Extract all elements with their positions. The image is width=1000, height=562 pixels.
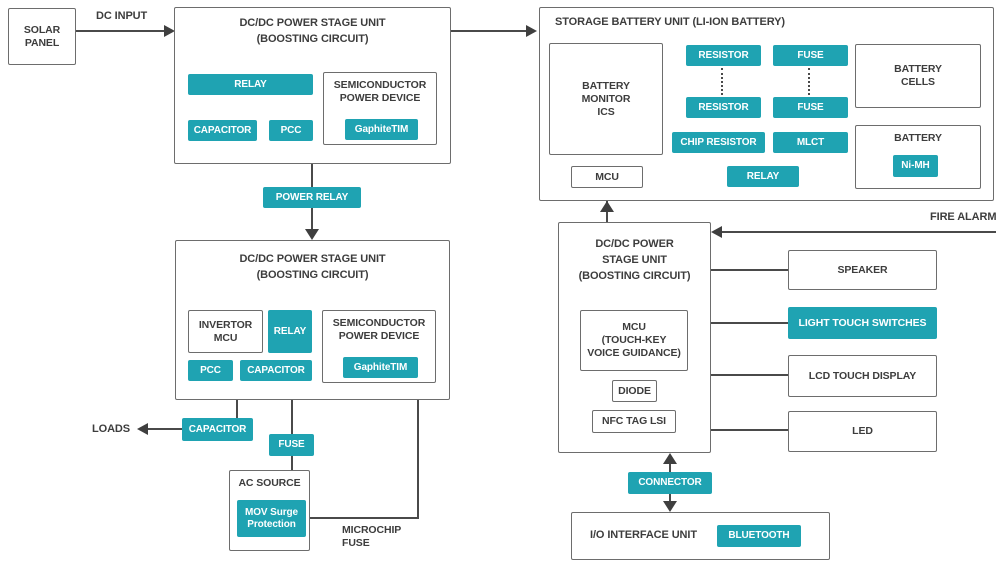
relay-chip: RELAY [727,166,799,187]
pcc-chip: PCC [269,120,313,141]
solar-panel-label: PANEL [24,36,60,49]
arrow-down-icon [305,229,319,240]
battery-cells-box: BATTERY CELLS [855,44,981,108]
arrow-up-icon [600,201,614,212]
arrow-right-icon [526,25,537,37]
mcu-touch-key-label: VOICE GUIDANCE) [587,347,681,359]
power-relay-chip: POWER RELAY [263,187,361,208]
bluetooth-chip: BLUETOOTH [717,525,801,547]
nimh-chip: Ni-MH [893,155,938,177]
mov-surge-protection-chip: MOV Surge Protection [237,500,306,537]
dotted-line [808,68,810,95]
solar-panel-box: SOLAR PANEL [8,8,76,65]
resistor-chip: RESISTOR [686,45,761,66]
dcdc-unit1-title: DC/DC POWER STAGE UNIT (BOOSTING CIRCUIT… [174,15,451,47]
lcd-touch-display-label: LCD TOUCH DISPLAY [808,369,917,382]
connector-line [236,399,238,418]
led-label: LED [852,425,873,437]
dcdc-unit3-title: DC/DC POWER STAGE UNIT (BOOSTING CIRCUIT… [558,236,711,284]
semiconductor-power-device-label: SEMICONDUCTOR POWER DEVICE [333,79,427,104]
connector-chip: CONNECTOR [628,472,712,494]
connector-line [311,208,313,230]
graphite-tim-chip: GaphiteTIM [343,357,418,378]
connector-line [711,429,788,431]
connector-line [76,30,164,32]
dcdc-unit2-title-line: DC/DC POWER STAGE UNIT [239,253,386,265]
microchip-fuse-label: MICROCHIP FUSE [342,524,401,550]
dc-input-label: DC INPUT [96,10,148,22]
graphite-tim-chip: GaphiteTIM [345,119,418,140]
relay-chip: RELAY [188,74,313,95]
connector-line [148,428,182,430]
microchip-fuse-label-line: MICROCHIP [342,524,402,536]
arrow-up-icon [663,453,677,464]
light-touch-switches-chip: LIGHT TOUCH SWITCHES [788,307,937,339]
connector-line [417,399,419,519]
chip-resistor-chip: CHIP RESISTOR [672,132,765,153]
capacitor-chip: CAPACITOR [188,120,257,141]
output-capacitor-chip: CAPACITOR [182,418,253,441]
dcdc-unit2-title: DC/DC POWER STAGE UNIT (BOOSTING CIRCUIT… [175,251,450,283]
output-fuse-chip: FUSE [269,434,314,456]
storage-battery-unit-title: STORAGE BATTERY UNIT (LI-ION BATTERY) [555,16,785,28]
connector-line [311,164,313,187]
mcu-touch-key-label: (TOUCH-KEY [601,334,667,346]
connector-line [291,399,293,434]
battery-monitor-ics-label: BATTERY [582,79,630,92]
battery-cells-label: CELLS [901,76,935,88]
connector-line [451,30,526,32]
connector-line [310,517,419,519]
battery-label: BATTERY [894,132,942,144]
dcdc-unit3-title-line: STAGE UNIT [602,254,667,266]
storage-mcu-label: MCU [595,170,619,183]
diode-box: DIODE [612,380,657,402]
battery-cells-label: BATTERY [894,63,942,75]
connector-line [711,269,788,271]
relay-chip: RELAY [268,310,312,353]
battery-monitor-ics-label: ICS [597,105,615,118]
mcu-touch-key-box: MCU (TOUCH-KEY VOICE GUIDANCE) [580,310,688,371]
fuse-chip: FUSE [773,45,848,66]
fuse-chip: FUSE [773,97,848,118]
diode-label: DIODE [618,384,651,397]
connector-line [291,456,293,471]
storage-mcu-box: MCU [571,166,643,188]
battery-monitor-ics-label: MONITOR [581,92,631,105]
nfc-tag-lsi-box: NFC TAG LSI [592,410,676,433]
arrow-left-icon [137,423,148,435]
fire-alarm-line [718,231,996,233]
io-interface-unit-title: I/O INTERFACE UNIT [590,529,697,541]
arrow-right-icon [164,25,175,37]
dcdc-unit1-title-line: DC/DC POWER STAGE UNIT [239,17,386,29]
microchip-fuse-label-line: FUSE [342,537,370,549]
invertor-mcu-box: INVERTOR MCU [188,310,263,353]
speaker-label: SPEAKER [837,263,888,276]
connector-line [711,322,788,324]
mlct-chip: MLCT [773,132,848,153]
connector-line [711,374,788,376]
resistor-chip: RESISTOR [686,97,761,118]
lcd-touch-display-box: LCD TOUCH DISPLAY [788,355,937,397]
solar-panel-label: SOLAR [23,23,61,36]
semiconductor-power-device-box: SEMICONDUCTOR POWER DEVICE [323,72,437,145]
dcdc-unit3-title-line: DC/DC POWER [595,238,674,250]
arrow-left-icon [711,226,722,238]
speaker-box: SPEAKER [788,250,937,290]
dcdc-unit3-title-line: (BOOSTING CIRCUIT) [578,270,691,282]
loads-label: LOADS [92,423,131,435]
pcc-chip: PCC [188,360,233,381]
invertor-mcu-label: INVERTOR MCU [198,318,253,344]
arrow-down-icon [663,501,677,512]
capacitor-chip: CAPACITOR [240,360,312,381]
mcu-touch-key-label: MCU [622,321,646,333]
nfc-tag-lsi-label: NFC TAG LSI [601,415,667,427]
dcdc-unit1-subtitle: (BOOSTING CIRCUIT) [256,33,369,45]
led-box: LED [788,411,937,452]
battery-monitor-ics-box: BATTERY MONITOR ICS [549,43,663,155]
ac-source-title: AC SOURCE [238,477,301,489]
fire-alarm-label: FIRE ALARM [930,211,997,223]
dcdc-unit2-subtitle: (BOOSTING CIRCUIT) [256,269,369,281]
dotted-line [721,68,723,95]
semiconductor-power-device-label: SEMICONDUCTOR POWER DEVICE [332,317,426,342]
